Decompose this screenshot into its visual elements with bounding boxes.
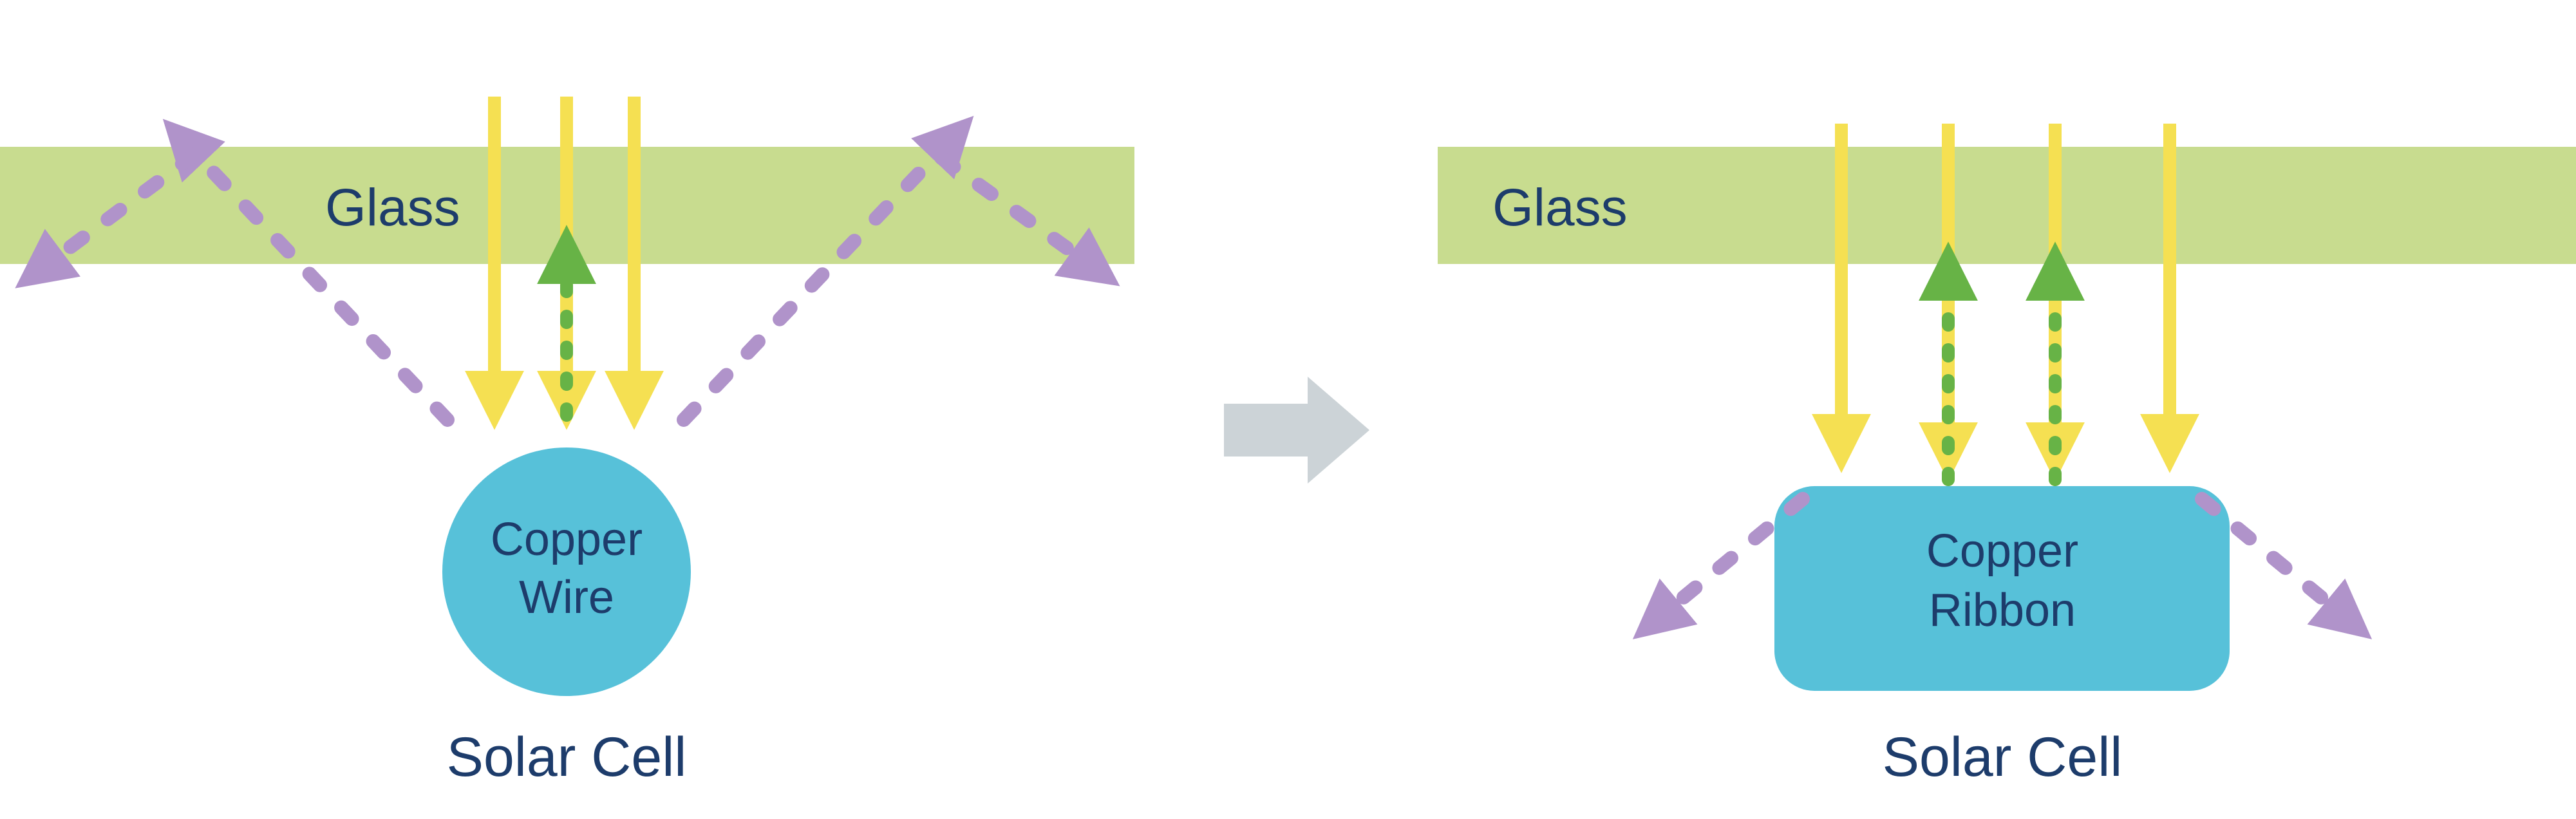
escaped-light-ray-left-icon (1632, 492, 1810, 639)
escaped-light-ray-right-icon (677, 115, 1120, 427)
escaped-light-ray-left-icon (15, 118, 455, 427)
glass-layer (1438, 147, 2576, 264)
glass-label: Glass (325, 178, 460, 237)
solar-cell-label: Solar Cell (447, 726, 687, 788)
solar-cell-label: Solar Cell (1883, 726, 2123, 788)
right-diagram: Copper Ribbon Glass Solar Cell (1438, 124, 2576, 788)
copper-ribbon-shape (1774, 486, 2230, 691)
escaped-light-ray-right-icon (2195, 492, 2373, 639)
escaped-ray-segment (2195, 492, 2373, 639)
escaped-ray-segment (677, 115, 974, 427)
copper-wire-shape (442, 447, 691, 696)
left-diagram: Copper Wire Glass Solar Cell (0, 97, 1134, 788)
copper-wire-label-line1: Copper (491, 514, 643, 565)
copper-ribbon-label-line1: Copper (1926, 525, 2078, 577)
copper-ribbon-label-line2: Ribbon (1929, 585, 2076, 636)
reflected-rays-icon (1919, 241, 2085, 486)
copper-wire-label-line2: Wire (519, 572, 614, 623)
escaped-ray-segment (1632, 492, 1810, 639)
escaped-ray-segment (162, 118, 455, 427)
escaped-ray-segment (15, 147, 202, 288)
escaped-ray-segment (934, 151, 1120, 287)
transition-arrow-icon (1224, 377, 1369, 484)
glass-label: Glass (1492, 178, 1628, 237)
